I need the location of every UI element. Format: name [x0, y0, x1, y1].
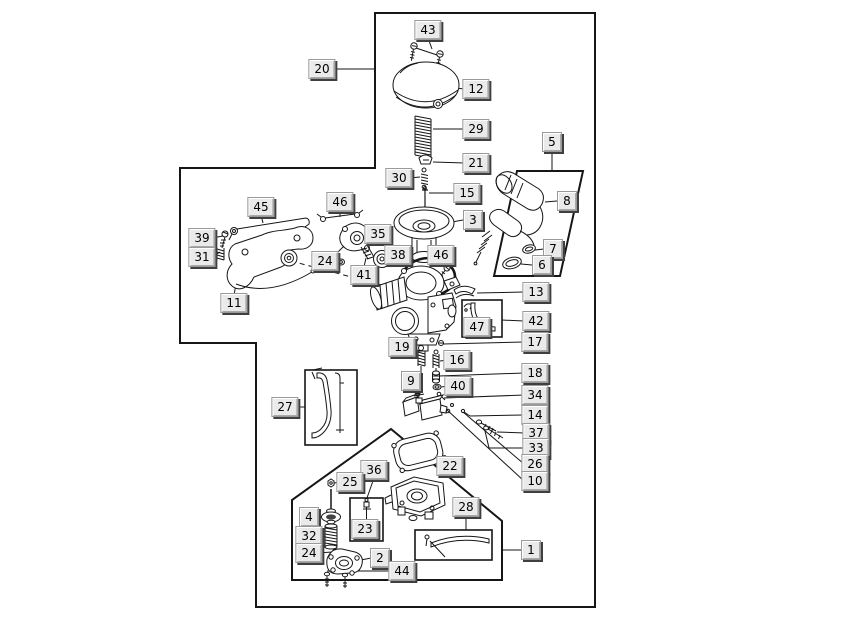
part-25-nut — [327, 478, 335, 488]
part-callout-23: 23 — [351, 519, 379, 539]
part-35-bracket — [337, 222, 371, 253]
part-12-vacuum-cover — [392, 61, 460, 109]
outer-border — [179, 12, 596, 608]
part-callout-41: 41 — [350, 265, 378, 285]
part-choke-plunger — [473, 208, 535, 266]
part-callout-34: 34 — [521, 385, 549, 405]
part-callout-25: 25 — [336, 472, 364, 492]
part-callout-31: 31 — [188, 247, 216, 267]
part-callout-39: 39 — [188, 228, 216, 248]
part-callout-5: 5 — [542, 132, 562, 152]
part-41-spring — [360, 244, 375, 260]
part-33-screw — [483, 425, 504, 440]
part-callout-2: 2 — [370, 548, 390, 568]
part-callout-30: 30 — [385, 168, 413, 188]
part-callout-13: 13 — [522, 282, 550, 302]
part-3-diaphragm-slide — [393, 206, 455, 263]
part-callout-27: 27 — [271, 397, 299, 417]
part-13-crescent-seal — [453, 285, 476, 299]
part-callout-46b: 46 — [427, 245, 455, 265]
part-46-spring-a — [316, 209, 364, 222]
part-45-torsion-spring — [228, 217, 310, 241]
part-callout-28: 28 — [452, 497, 480, 517]
part-7-o-ring — [522, 244, 536, 254]
group-box-5-parallelogram — [492, 170, 585, 277]
part-16-throttle-stop-screw — [432, 349, 440, 375]
part-callout-20: 20 — [308, 59, 336, 79]
part-callout-36: 36 — [360, 460, 388, 480]
part-callout-44: 44 — [388, 561, 416, 581]
part-28-hose — [424, 534, 490, 558]
part-float-bowl — [384, 476, 446, 521]
part-callout-18: 18 — [521, 363, 549, 383]
part-callout-43: 43 — [414, 20, 442, 40]
part-callout-42: 42 — [522, 311, 550, 331]
part-callout-10: 10 — [521, 471, 549, 491]
part-40-washer — [432, 383, 442, 391]
part-carburetor-body — [369, 256, 461, 352]
part-4-drain-screw — [321, 489, 341, 525]
part-callout-29: 29 — [462, 119, 490, 139]
part-14-pin — [460, 408, 471, 417]
part-callout-38: 38 — [384, 245, 412, 265]
part-callout-47: 47 — [463, 317, 491, 337]
part-callout-15: 15 — [453, 183, 481, 203]
part-callout-21: 21 — [462, 153, 490, 173]
part-float — [401, 391, 454, 421]
part-32-spring — [324, 523, 338, 550]
part-callout-22: 22 — [436, 456, 464, 476]
part-39-screw — [220, 230, 229, 249]
part-callout-17: 17 — [521, 332, 549, 352]
part-callout-46a: 46 — [326, 192, 354, 212]
part-callout-4: 4 — [299, 507, 319, 527]
part-callout-9: 9 — [401, 371, 421, 391]
part-17-screw — [438, 340, 444, 346]
part-31-spring — [216, 248, 225, 261]
part-callout-19: 19 — [388, 337, 416, 357]
part-29-spring — [414, 115, 432, 159]
part-19-pilot-screw — [417, 345, 426, 373]
part-callout-8: 8 — [557, 191, 577, 211]
part-callout-3: 3 — [463, 210, 483, 230]
part-21-needle-seat — [418, 154, 433, 165]
part-callout-7: 7 — [543, 239, 563, 259]
part-callout-24b: 24 — [295, 543, 323, 563]
part-23-needle-jet — [363, 498, 371, 521]
part-callout-24a: 24 — [311, 251, 339, 271]
part-callout-40: 40 — [444, 376, 472, 396]
part-callout-35: 35 — [364, 224, 392, 244]
part-callout-6: 6 — [532, 255, 552, 275]
part-callout-45: 45 — [247, 197, 275, 217]
part-27-breather-tube — [311, 367, 344, 439]
part-callout-1: 1 — [521, 540, 541, 560]
part-callout-16: 16 — [443, 350, 471, 370]
part-callout-11: 11 — [220, 293, 248, 313]
part-8-choke-heater — [495, 171, 544, 236]
part-44-screws — [323, 571, 349, 588]
part-43-cover-screws — [409, 42, 444, 69]
part-18-main-jet — [432, 370, 440, 384]
part-callout-12: 12 — [462, 79, 490, 99]
part-2-pump-cover — [326, 548, 363, 576]
part-6-o-ring — [502, 256, 522, 270]
part-callout-14: 14 — [521, 405, 549, 425]
